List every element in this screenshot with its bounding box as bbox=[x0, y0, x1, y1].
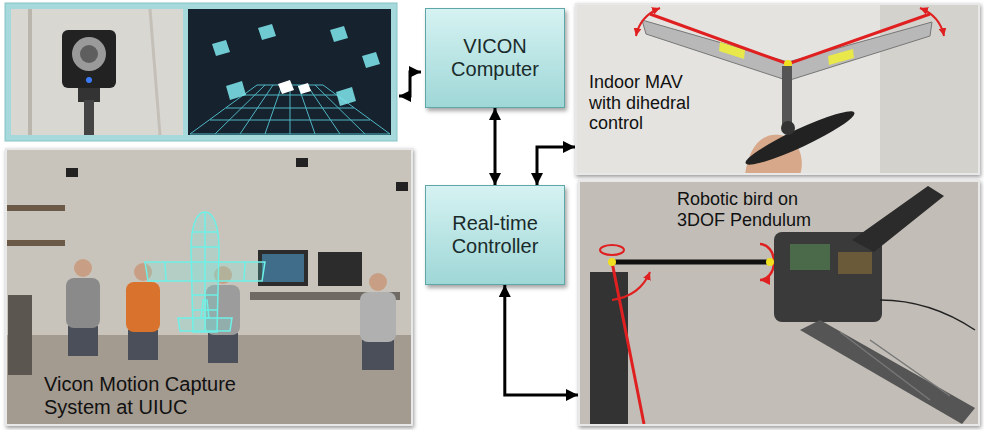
monitor bbox=[258, 250, 308, 286]
yaw-arrow bbox=[600, 245, 624, 255]
camera-icons bbox=[212, 24, 380, 106]
photo-panel: Indoor MAV with dihedral control bbox=[575, 3, 980, 175]
connector-arrow bbox=[537, 147, 575, 185]
grid-line bbox=[323, 85, 390, 134]
camera-lens-inner bbox=[80, 45, 98, 63]
person-body bbox=[126, 282, 160, 332]
grid-line bbox=[307, 85, 340, 134]
data-link-arrow bbox=[399, 72, 421, 96]
shelf bbox=[5, 205, 65, 211]
marker-object bbox=[278, 80, 294, 94]
marker-object bbox=[298, 83, 311, 94]
motor bbox=[781, 121, 795, 135]
pendulum-base bbox=[590, 272, 628, 426]
wireframe-plane bbox=[145, 212, 265, 332]
camera-panel bbox=[5, 3, 397, 141]
person bbox=[66, 259, 100, 356]
box-label: VICON Computer bbox=[436, 35, 554, 81]
pivot-dot bbox=[608, 258, 616, 266]
camera-lens bbox=[72, 37, 106, 71]
bird-wing bbox=[800, 320, 975, 424]
process-box: Real-time Controller bbox=[425, 185, 565, 285]
camera-icon bbox=[336, 87, 356, 106]
wing-patch bbox=[828, 49, 854, 65]
camera-pole bbox=[84, 100, 94, 135]
camera-icon bbox=[212, 40, 230, 56]
grid-line bbox=[290, 85, 291, 134]
monitor bbox=[318, 252, 362, 286]
photo-caption: Vicon Motion Capture System at UIUC bbox=[40, 372, 298, 420]
wing-rib bbox=[840, 332, 930, 400]
photo-caption: Indoor MAV with dihedral control bbox=[585, 71, 718, 135]
pendulum-rod bbox=[612, 260, 770, 265]
grid-line bbox=[315, 85, 365, 134]
angle-arrow bbox=[612, 272, 650, 300]
process-box: VICON Computer bbox=[425, 8, 565, 108]
camera-mount bbox=[78, 88, 100, 102]
lab-wall bbox=[5, 148, 413, 426]
camera-icon bbox=[258, 24, 276, 40]
dihedral-line bbox=[650, 14, 930, 64]
dihedral-arrow bbox=[636, 8, 660, 36]
wall-camera bbox=[66, 168, 78, 177]
roll-arrow bbox=[760, 244, 774, 280]
person-legs bbox=[68, 326, 98, 356]
pivot-dot bbox=[766, 258, 774, 266]
photo-panel: Vicon Motion Capture System at UIUC bbox=[5, 148, 413, 426]
camera-icon bbox=[226, 81, 246, 100]
connector-arrow bbox=[505, 285, 578, 395]
camera-icon bbox=[362, 52, 380, 68]
shelf bbox=[5, 240, 65, 246]
camera-photo bbox=[11, 9, 183, 135]
grid-view bbox=[188, 9, 391, 135]
vicon-camera bbox=[62, 30, 116, 88]
pendulum-axis bbox=[612, 262, 644, 424]
wall-pipe bbox=[28, 9, 32, 135]
mav-photo bbox=[575, 3, 980, 175]
person-body bbox=[360, 292, 396, 342]
monitor-screen bbox=[262, 254, 304, 282]
mav-body bbox=[782, 66, 792, 124]
circuit-board bbox=[790, 244, 830, 270]
person-legs bbox=[362, 340, 394, 370]
wall-camera bbox=[396, 182, 408, 191]
person-body bbox=[66, 278, 100, 328]
wireframe-line bbox=[165, 262, 166, 281]
floor-grid bbox=[190, 85, 390, 134]
cabinet bbox=[8, 295, 32, 375]
servo bbox=[838, 252, 872, 274]
camera-icon bbox=[330, 26, 348, 42]
grid-line bbox=[190, 85, 257, 134]
person-legs bbox=[208, 333, 238, 363]
photo-caption: Robotic bird on 3DOF Pendulum bbox=[673, 188, 841, 231]
cable bbox=[880, 300, 975, 330]
person-head bbox=[74, 259, 92, 277]
person bbox=[360, 273, 396, 370]
wall-camera bbox=[296, 158, 308, 167]
box-label: Real-time Controller bbox=[436, 212, 554, 258]
person-legs bbox=[128, 330, 158, 360]
connector-arrow bbox=[494, 108, 497, 185]
wing-rib bbox=[870, 340, 950, 396]
grid-line bbox=[265, 85, 282, 134]
wireframe-line bbox=[204, 212, 206, 332]
propeller bbox=[742, 104, 858, 171]
person-head bbox=[369, 273, 387, 291]
wireframe-line bbox=[244, 262, 245, 281]
photo-panel: Robotic bird on 3DOF Pendulum bbox=[578, 180, 980, 426]
bird-photo bbox=[578, 180, 980, 426]
camera-led bbox=[86, 77, 92, 83]
mav-wing bbox=[788, 22, 932, 80]
wall-pipe bbox=[150, 9, 160, 135]
bird-wing bbox=[852, 186, 944, 252]
dihedral-arrow bbox=[920, 8, 944, 36]
